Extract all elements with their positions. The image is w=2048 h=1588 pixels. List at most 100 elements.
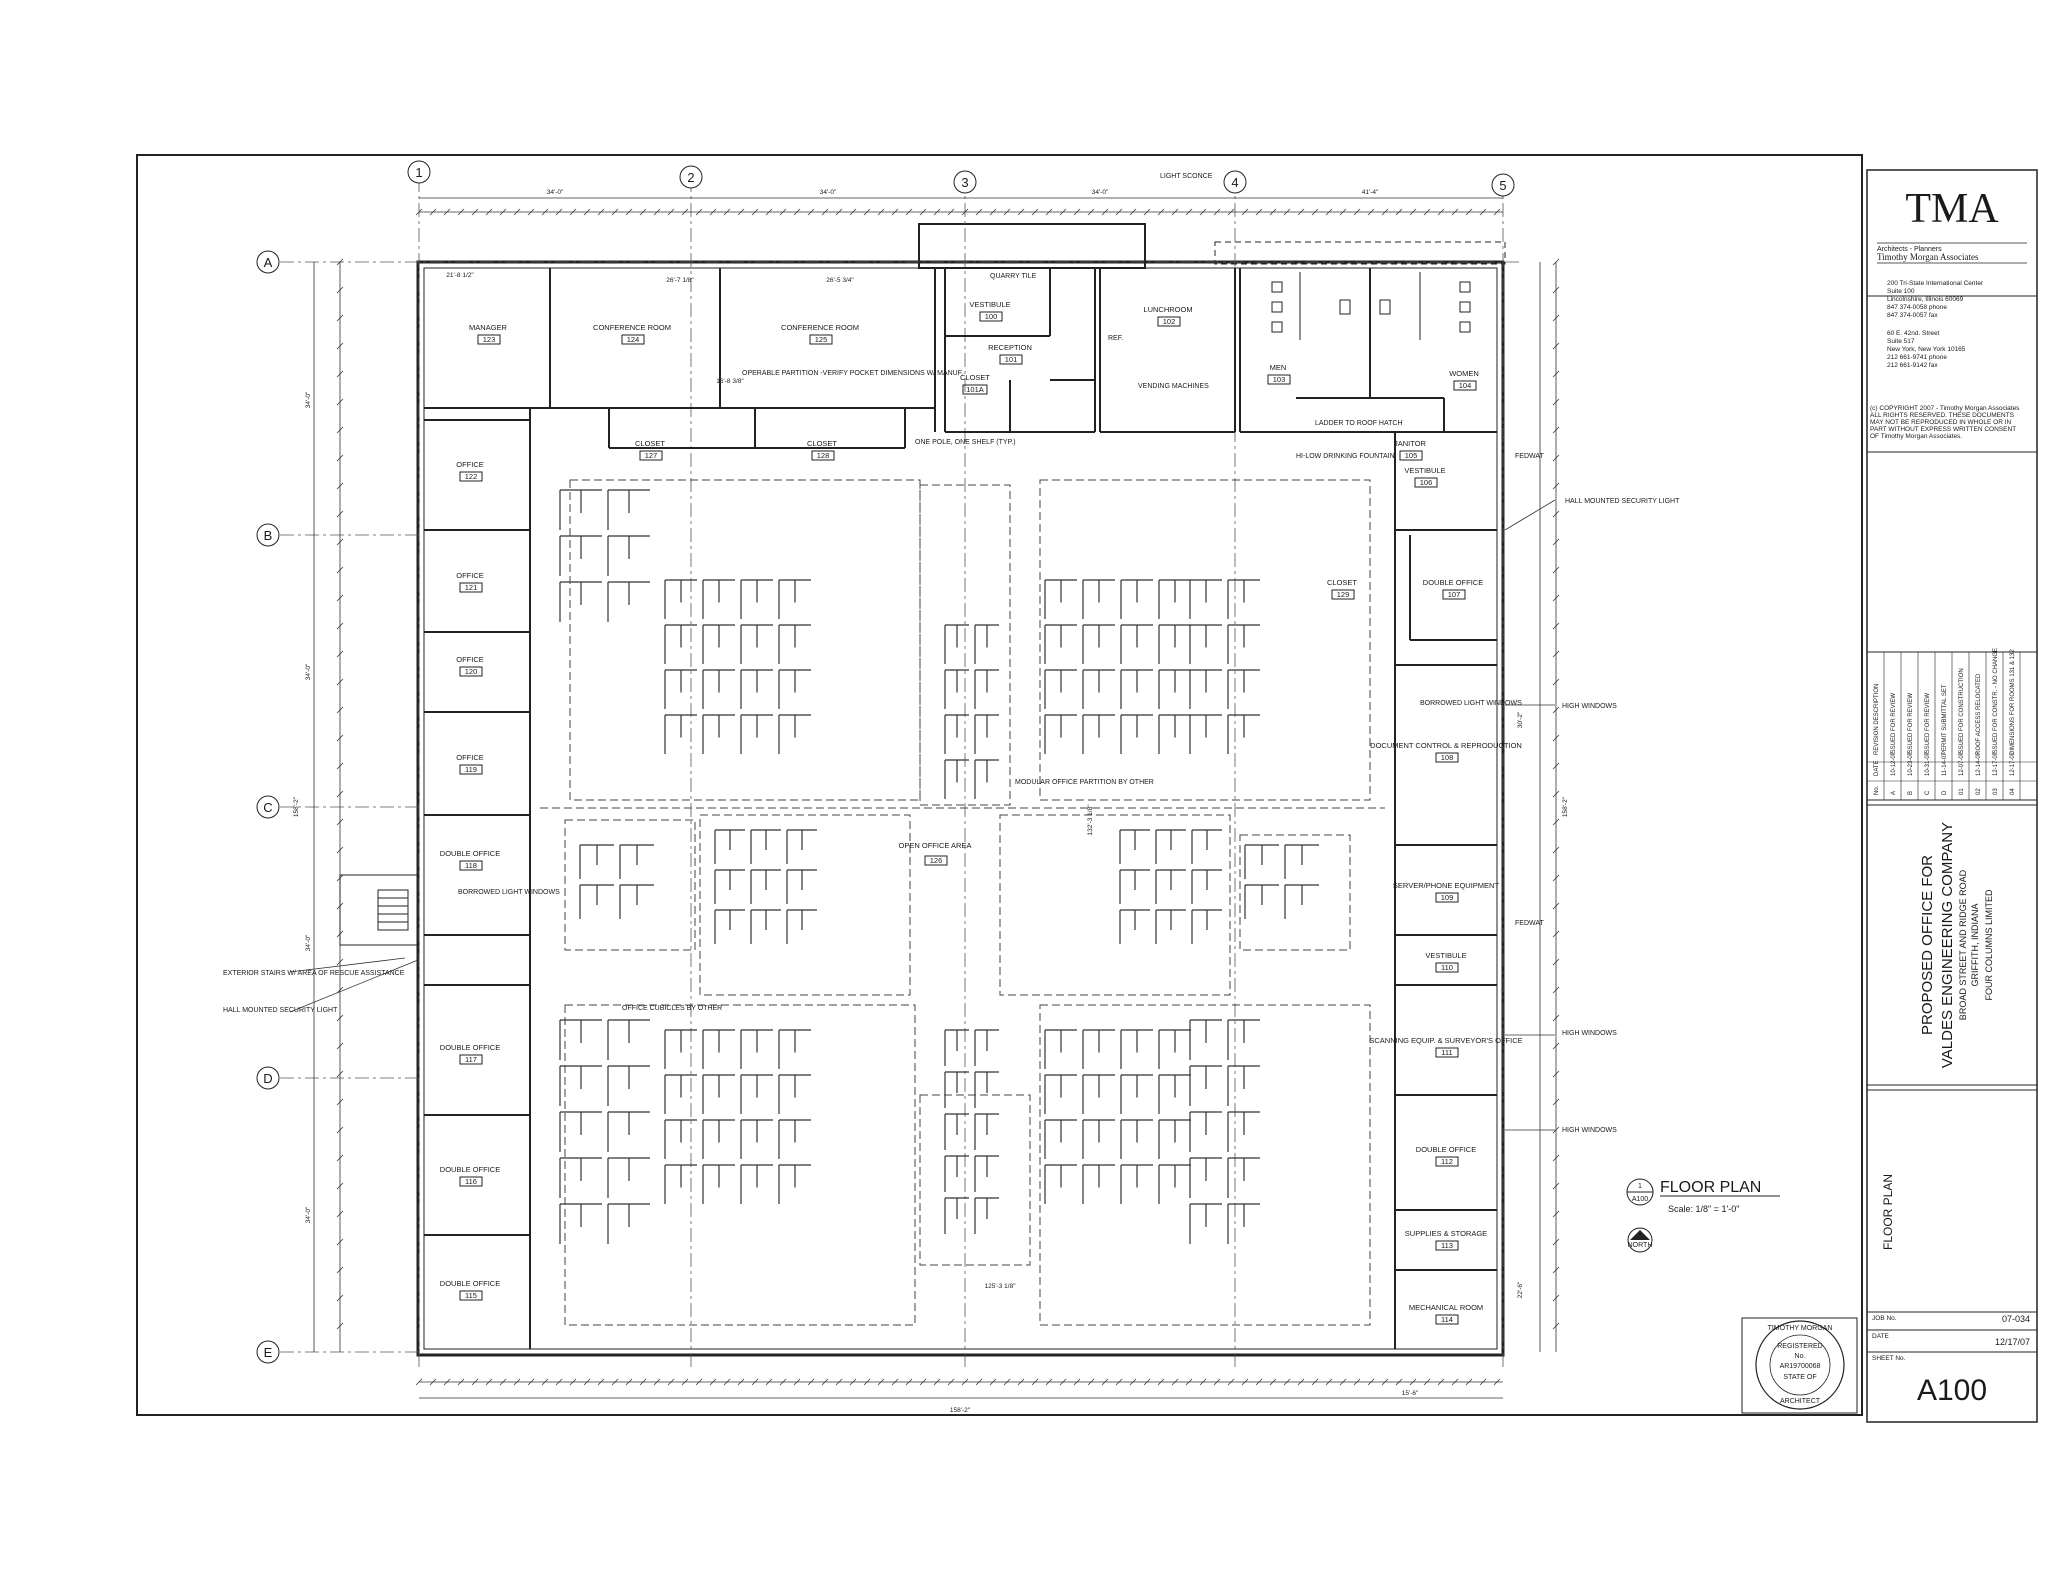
firm-logo: TMA: [1905, 186, 1999, 232]
svg-text:BORROWED LIGHT WINDOWS: BORROWED LIGHT WINDOWS: [1420, 700, 1522, 707]
svg-text:105: 105: [1405, 451, 1418, 460]
revision-cell: 10-12-07: [1891, 751, 1897, 776]
svg-text:125'-3 1/8": 125'-3 1/8": [984, 1283, 1016, 1290]
svg-text:100: 100: [985, 312, 998, 321]
svg-text:OPERABLE PARTITION -VERIFY POC: OPERABLE PARTITION -VERIFY POCKET DIMENS…: [742, 370, 963, 377]
svg-text:SERVER/PHONE EQUIPMENT: SERVER/PHONE EQUIPMENT: [1393, 881, 1500, 890]
svg-text:LADDER TO ROOF HATCH: LADDER TO ROOF HATCH: [1315, 420, 1403, 427]
sheet-border: [136, 154, 1863, 1416]
svg-text:No.: No.: [1795, 1353, 1806, 1360]
svg-text:158'-2": 158'-2": [1562, 796, 1569, 817]
drawing-notes: LIGHT SCONCE QUARRY TILE VENDING MACHINE…: [223, 173, 1680, 1134]
svg-text:HI-LOW DRINKING FOUNTAIN: HI-LOW DRINKING FOUNTAIN: [1296, 453, 1395, 460]
interior-walls: [424, 268, 1497, 1349]
svg-text:FEDWAT: FEDWAT: [1515, 453, 1544, 460]
svg-text:AR19700068: AR19700068: [1780, 1363, 1821, 1370]
svg-text:ARCHITECT: ARCHITECT: [1780, 1398, 1821, 1405]
svg-text:REF.: REF.: [1108, 335, 1123, 342]
svg-text:116: 116: [465, 1177, 477, 1186]
svg-text:JOB No.: JOB No.: [1872, 1315, 1897, 1322]
office1-line: Lincolnshire, Illinois 60069: [1887, 296, 1964, 303]
svg-text:VENDING MACHINES: VENDING MACHINES: [1138, 383, 1209, 390]
revision-cell: REVISION DESCRIPTION: [1874, 684, 1880, 755]
dimension-labels: 34'-0" 34'-0" 34'-0" 41'-4" 158'-2" 15'-…: [293, 189, 1569, 1414]
revision-cell: ISSUED FOR REVIEW: [1908, 693, 1914, 755]
svg-text:Architects - Planners: Architects - Planners: [1877, 246, 1942, 253]
grid-bubble-row-b: B: [256, 523, 280, 547]
svg-text:34'-0": 34'-0": [305, 1206, 312, 1223]
svg-text:4: 4: [1231, 175, 1238, 190]
grid-bubble-col-3: 3: [953, 170, 977, 194]
room-supplies-label: SUPPLIES & STORAGE 113: [1405, 1229, 1487, 1251]
revision-cell: 11-14-07: [1942, 752, 1948, 776]
dimension-strings: [313, 197, 1557, 1399]
svg-text:DOUBLE OFFICE: DOUBLE OFFICE: [440, 1043, 500, 1052]
svg-text:119: 119: [465, 765, 477, 774]
revision-cell: PERMIT SUBMITTAL SET: [1942, 684, 1948, 755]
svg-text:16'-8 3/8": 16'-8 3/8": [716, 378, 744, 385]
svg-text:CLOSET: CLOSET: [635, 439, 665, 448]
svg-text:D: D: [263, 1071, 272, 1086]
svg-text:CLOSET: CLOSET: [1327, 578, 1357, 587]
svg-text:A100: A100: [1632, 1196, 1648, 1203]
svg-text:123: 123: [483, 335, 496, 344]
svg-text:126: 126: [930, 856, 943, 865]
office2-line: Suite 517: [1887, 338, 1915, 345]
grid-bubble-row-c: C: [256, 795, 280, 819]
svg-text:DATE: DATE: [1872, 1333, 1890, 1340]
svg-text:34'-0": 34'-0": [1092, 189, 1109, 196]
revision-cell: ROOF ACCESS RELOCATED: [1976, 673, 1982, 755]
svg-text:SUPPLIES & STORAGE: SUPPLIES & STORAGE: [1405, 1229, 1487, 1238]
revision-cell: 12-17-07: [1993, 751, 1999, 776]
svg-text:127: 127: [645, 451, 658, 460]
revision-cell: No.: [1874, 785, 1880, 795]
svg-text:BORROWED LIGHT WINDOWS: BORROWED LIGHT WINDOWS: [458, 889, 560, 896]
svg-text:E: E: [264, 1345, 273, 1360]
svg-text:115: 115: [465, 1291, 477, 1300]
exterior-stairs: [339, 874, 419, 946]
leader-lines: [289, 499, 1556, 1131]
copyright-line: OF Timothy Morgan Associates.: [1870, 433, 1962, 440]
office1-line: Suite 100: [1887, 288, 1915, 295]
svg-text:103: 103: [1273, 375, 1286, 384]
svg-text:OFFICE: OFFICE: [456, 753, 484, 762]
svg-text:C: C: [263, 800, 272, 815]
revision-cell: DATE: [1874, 760, 1880, 776]
svg-text:113: 113: [1441, 1241, 1453, 1250]
svg-text:1: 1: [1638, 1183, 1642, 1190]
svg-text:118: 118: [465, 861, 477, 870]
column-grid-lines: [280, 178, 1520, 1370]
svg-text:BROAD STREET AND RIDGE ROAD: BROAD STREET AND RIDGE ROAD: [1958, 869, 1968, 1020]
svg-text:124: 124: [627, 335, 640, 344]
grid-bubble-col-2: 2: [679, 165, 703, 189]
svg-text:DOUBLE OFFICE: DOUBLE OFFICE: [1416, 1145, 1476, 1154]
svg-text:26'-5 3/4": 26'-5 3/4": [826, 277, 854, 284]
svg-text:2: 2: [687, 170, 694, 185]
svg-text:1: 1: [415, 165, 422, 180]
revision-cell: 12-07-07: [1959, 751, 1965, 776]
svg-text:34'-0": 34'-0": [305, 391, 312, 408]
svg-text:DOUBLE OFFICE: DOUBLE OFFICE: [440, 1165, 500, 1174]
copyright-line: PART WITHOUT EXPRESS WRITTEN CONSENT: [1870, 426, 2016, 433]
svg-text:A: A: [264, 255, 273, 270]
svg-text:104: 104: [1459, 381, 1472, 390]
svg-text:101A: 101A: [966, 385, 984, 394]
revision-cell: ISSUED FOR REVIEW: [1891, 693, 1897, 755]
drawing-title: FLOOR PLAN: [1660, 1179, 1761, 1196]
office2-line: 60 E. 42nd. Street: [1887, 330, 1940, 337]
svg-text:OFFICE: OFFICE: [456, 655, 484, 664]
svg-text:STATE OF: STATE OF: [1783, 1374, 1816, 1381]
svg-text:OFFICE: OFFICE: [456, 460, 484, 469]
